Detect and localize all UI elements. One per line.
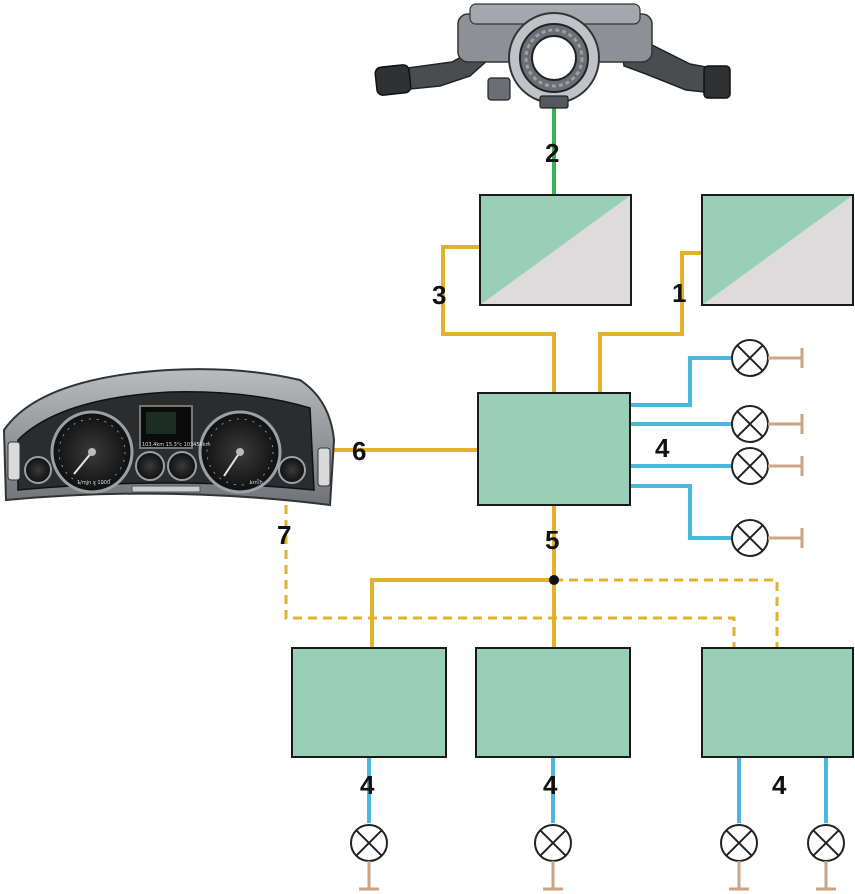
ecu-central-gateway — [477, 392, 631, 506]
lamp-icon — [350, 824, 388, 862]
ground-icon — [729, 861, 749, 891]
ecu-steering-column — [479, 194, 632, 306]
wire-3 — [441, 245, 556, 393]
lamps — [350, 339, 845, 891]
label-2: 2 — [545, 138, 559, 168]
lamp-icon — [731, 519, 769, 557]
ground-icon — [768, 348, 804, 368]
ground-icon — [543, 861, 563, 891]
label-4-center: 4 — [543, 770, 558, 800]
bus-labels: 1 2 3 4 5 6 7 4 4 4 — [277, 138, 787, 800]
small-gauge-center-right — [167, 451, 197, 481]
label-5: 5 — [545, 525, 559, 555]
label-3: 3 — [432, 280, 446, 310]
label-4-main: 4 — [655, 433, 670, 463]
lamp-wire-d — [630, 484, 732, 540]
label-7: 7 — [277, 520, 291, 550]
label-1: 1 — [672, 278, 686, 308]
speedometer-gauge: km/h — [198, 410, 282, 494]
speedometer-caption: km/h — [250, 480, 263, 486]
label-4-left: 4 — [360, 770, 375, 800]
ground-icon — [768, 414, 804, 434]
label-6: 6 — [352, 436, 366, 466]
steering-column-switch — [374, 3, 731, 109]
lamp-icon — [731, 339, 769, 377]
ground-icon — [359, 861, 379, 891]
ecu-top-right — [701, 194, 854, 306]
wiring — [284, 108, 828, 823]
lamp-icon — [534, 824, 572, 862]
trip-bar — [131, 485, 201, 493]
bus-junction-node — [549, 575, 559, 585]
display-readout: 103.4km 15.3°c 103456km — [142, 442, 211, 448]
small-gauge-right — [278, 456, 306, 484]
ground-icon — [816, 861, 836, 891]
ecu-bottom-left — [291, 647, 447, 758]
label-4-right: 4 — [772, 770, 787, 800]
small-gauge-center-left — [135, 451, 165, 481]
tachometer-caption: 1/min x 1000 — [77, 480, 110, 486]
instrument-cluster: 1/min x 1000 km/h 103.4km 15.3°c 103456k… — [2, 368, 336, 507]
tachometer-gauge: 1/min x 1000 — [50, 410, 134, 494]
ground-icon — [768, 456, 804, 476]
lamp-icon — [731, 447, 769, 485]
lamp-icon — [720, 824, 758, 862]
wire-7-dashed — [284, 490, 736, 648]
ecu-bottom-center — [475, 647, 631, 758]
wire-5-left-branch — [370, 578, 554, 648]
lamp-icon — [731, 405, 769, 443]
ground-icon — [768, 528, 804, 548]
wire-1 — [598, 251, 702, 393]
wire-5-dashed-right — [554, 578, 779, 648]
lamp-icon — [807, 824, 845, 862]
ecu-bottom-right — [701, 647, 854, 758]
control-units — [291, 194, 854, 758]
small-gauge-left — [24, 456, 52, 484]
lamp-wire-a — [630, 356, 732, 407]
